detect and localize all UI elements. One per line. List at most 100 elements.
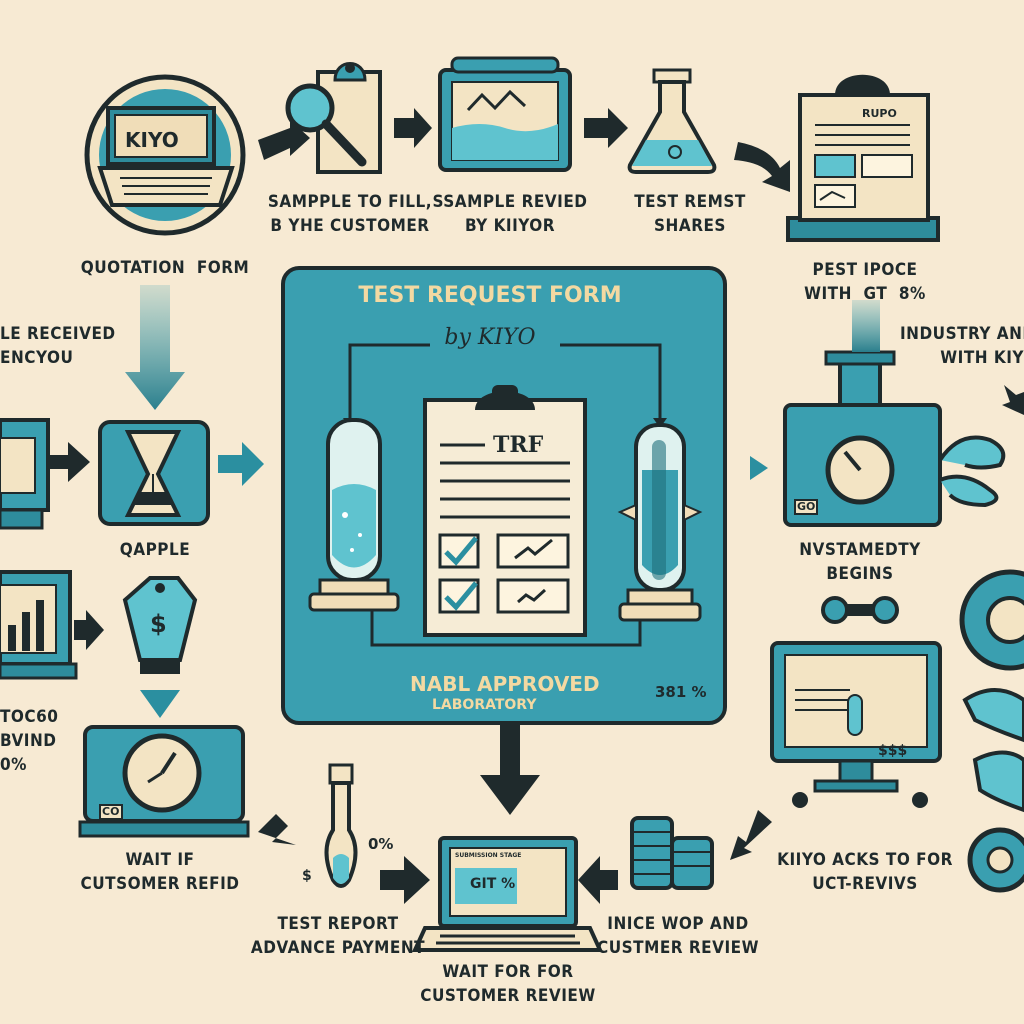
- arrow-right-down: [1002, 385, 1024, 415]
- step-label-line: 0%: [0, 755, 27, 775]
- arrow-hourglass-to-panel: [218, 442, 264, 486]
- center-subtitle: by KIYO: [444, 325, 536, 350]
- gradient-arrows: [125, 285, 880, 718]
- arrow-panel-to-laptop: [480, 725, 540, 815]
- arrow-clock-to-tube: [258, 814, 296, 845]
- step-label-line: INDUSTRY AND: [900, 324, 1024, 344]
- arrow-tag-down: [140, 690, 180, 718]
- arrow-invoice-down: [852, 300, 880, 352]
- test-tube-bottom-icon: [324, 763, 358, 888]
- step-label-sample-reviewed: SSAMPLE REVIED BY KIIYOR: [430, 190, 590, 238]
- price-monitor-icon: [770, 641, 942, 808]
- tube-percent-text: 0%: [368, 835, 394, 853]
- trf-label: TRF: [493, 432, 544, 458]
- step-label-sample-hourglass: QAPPLE: [100, 538, 210, 562]
- quotation-form-icon: [84, 74, 246, 236]
- step-label-line: NVSTAMEDTY: [799, 540, 921, 560]
- clock-machine-left-icon: [78, 725, 250, 838]
- step-label-test-results: TEST REMST SHARES: [610, 190, 770, 238]
- arrow-sample-to-review: [394, 108, 432, 148]
- test-tube-right-icon: [617, 423, 703, 622]
- hourglass-icon: [98, 420, 210, 526]
- step-label-line: WAIT IF: [125, 850, 195, 870]
- left-device-icon: [0, 418, 50, 530]
- step-label-line: QAPPLE: [119, 540, 191, 560]
- price-tag-icon: [122, 576, 198, 674]
- step-label-line: WITH GT 8%: [804, 284, 926, 304]
- step-label-line: TOC60: [0, 707, 59, 727]
- step-label-line: WITH KIY: [940, 348, 1024, 368]
- clipboard-magnifier-icon: [285, 62, 382, 174]
- step-label-line: TEST REPORT: [277, 914, 399, 934]
- step-label-line: CUSTOMER REVIEW: [420, 986, 596, 1006]
- step-label-line: WAIT FOR FOR: [442, 962, 574, 982]
- step-label-line: SHARES: [654, 216, 726, 236]
- monitor-price-text: $$$: [878, 743, 908, 759]
- step-label-test-report: TEST REPORT ADVANCE PAYMENT: [248, 912, 428, 960]
- step-label-line: SAMPPLE TO FILL,: [267, 192, 433, 212]
- tube-dollar-text: $: [302, 868, 312, 884]
- left-bar-chart-icon: [0, 570, 78, 680]
- arrow-quotation-down: [125, 285, 185, 410]
- step-label-analysis-begins: NVSTAMEDTY BEGINS: [770, 538, 950, 586]
- step-label-line: PEST IPOCE: [812, 260, 918, 280]
- step-label-line: INICE WOP AND: [607, 914, 749, 934]
- step-label-test-invoice: PEST IPOCE WITH GT 8%: [780, 258, 950, 306]
- flask-icon: [627, 68, 717, 174]
- step-label-sample-fill: SAMPPLE TO FILL, B YHE CUSTOMER: [255, 190, 445, 238]
- step-label-line: KIIYO ACKS TO FOR: [777, 850, 953, 870]
- step-label-industry: INDUSTRY AND WITH KIY: [900, 322, 1024, 370]
- arrow-monitor-to-coins: [730, 810, 772, 860]
- test-tube-left-icon: [308, 418, 400, 612]
- step-label-line: BEGINS: [826, 564, 894, 584]
- arrow-tube-to-laptop: [380, 856, 430, 904]
- analysis-machine-icon: [783, 350, 1006, 527]
- step-label-wait-review: WAIT FOR FOR CUSTOMER REVIEW: [408, 960, 608, 1008]
- step-label-line: B YHE CUSTOMER: [270, 216, 430, 236]
- laptop-header-text: SUBMISSION STAGE: [455, 852, 522, 859]
- arrow-device-to-hourglass: [48, 442, 90, 482]
- step-label-line: TEST REMST: [634, 192, 746, 212]
- binoculars-icon: [821, 596, 899, 624]
- arrow-machine-in: [750, 456, 768, 480]
- coins-icon: [630, 816, 714, 890]
- nabl-line1: NABL APPROVED: [410, 672, 600, 696]
- step-label-line: SSAMPLE REVIED: [432, 192, 588, 212]
- price-tag-symbol: $: [150, 610, 167, 638]
- nabl-line2: LABORATORY: [432, 697, 537, 713]
- step-label-line: CUSTMER REVIEW: [597, 938, 759, 958]
- step-label-line: ADVANCE PAYMENT: [250, 938, 426, 958]
- step-label-line: CUTSOMER REFID: [80, 874, 240, 894]
- step-label-kiyo-asks: KIIYO ACKS TO FOR UCT-REVIVS: [760, 848, 970, 896]
- laptop-value-text: GIT %: [470, 876, 516, 892]
- arrow-coins-to-laptop: [578, 856, 618, 904]
- arrow-chart-to-tag: [74, 610, 104, 650]
- laptop-icon: [411, 836, 604, 952]
- step-label-wait-refund: WAIT IF CUTSOMER REFID: [70, 848, 250, 896]
- step-label-sample-received: LE RECEIVED ENCYOU: [0, 322, 120, 370]
- arrow-quotation-to-sample: [258, 120, 310, 160]
- step-label-line: BY KIIYOR: [464, 216, 556, 236]
- clock-badge-right: GO: [797, 500, 816, 513]
- quotation-screen-text: KIYO: [125, 128, 179, 152]
- monitor-chart-icon: [438, 56, 572, 172]
- center-code: 381 %: [655, 683, 707, 701]
- step-label-line: ENCYOU: [0, 348, 74, 368]
- trf-form-icon: [423, 385, 587, 637]
- invoice-board-icon: [786, 74, 940, 242]
- clock-badge-left: CO: [102, 805, 120, 818]
- arrow-flask-to-invoice: [734, 142, 790, 192]
- step-label-line: BVIND: [0, 731, 57, 751]
- center-title: TEST REQUEST FORM: [358, 283, 622, 308]
- step-label-line: LE RECEIVED: [0, 324, 116, 344]
- step-label-line: UCT-REVIVS: [812, 874, 918, 894]
- nabl-label: NABL APPROVED LABORATORY: [410, 672, 610, 714]
- step-label-quotation: QUOTATION FORM: [70, 256, 260, 280]
- arrow-review-to-flask: [584, 108, 628, 148]
- step-label-line: QUOTATION FORM: [80, 258, 250, 278]
- step-label-invoice-review: INICE WOP AND CUSTMER REVIEW: [588, 912, 768, 960]
- flow-arrows: [48, 108, 1024, 904]
